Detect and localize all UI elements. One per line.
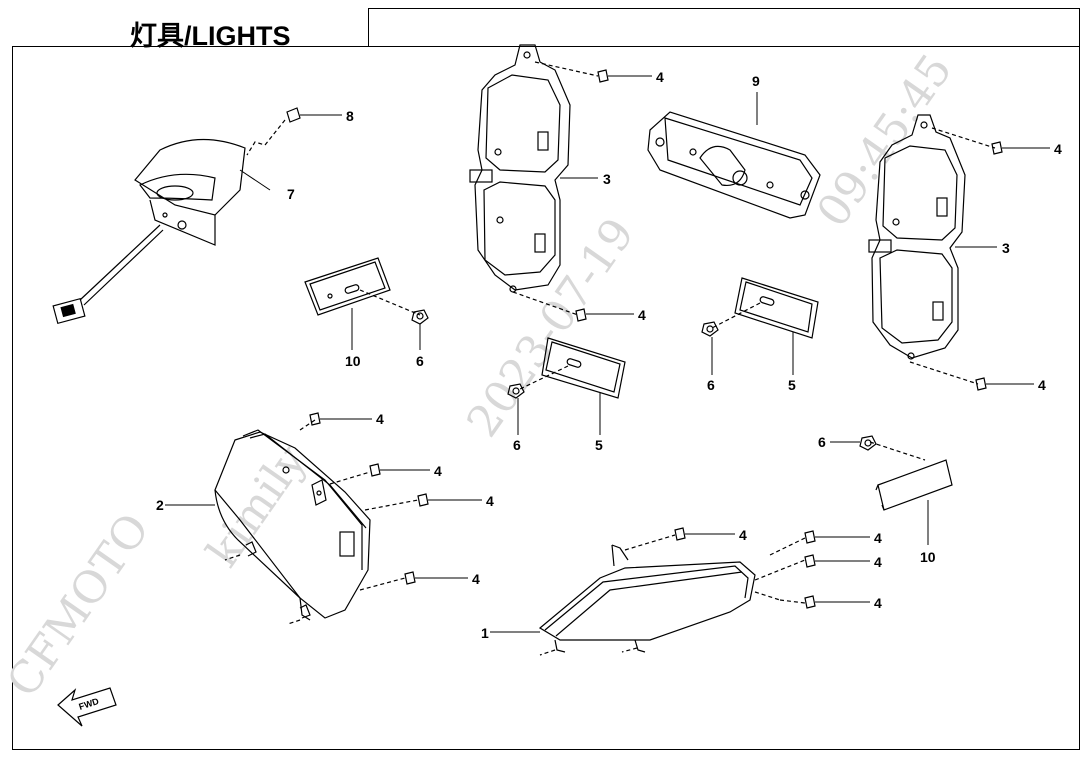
callout-5-center: 5 xyxy=(595,437,603,453)
tail-light-right-drawing xyxy=(868,114,1050,391)
screws-headlight-right xyxy=(674,527,870,609)
callout-3-left: 3 xyxy=(603,171,611,187)
callout-6-right: 6 xyxy=(707,377,715,393)
screws-tail-left xyxy=(575,69,652,322)
callout-4-hl-right-c: 4 xyxy=(874,554,882,570)
callout-7: 7 xyxy=(287,186,295,202)
diagram-frame xyxy=(12,46,1080,750)
callout-6-lower-right: 6 xyxy=(818,434,826,450)
license-plate-bracket-drawing xyxy=(647,92,821,219)
callout-4-hl-left-c: 4 xyxy=(486,493,494,509)
reflector-left-drawing xyxy=(304,257,429,350)
watermark-user: kimily xyxy=(197,436,317,576)
frame-top-line xyxy=(368,8,1080,9)
reflector-right-drawing xyxy=(701,277,819,375)
screws-headlight-left xyxy=(309,412,482,585)
callout-4-hl-left-a: 4 xyxy=(376,411,384,427)
callout-4-tail-left-top: 4 xyxy=(656,69,664,85)
callout-10-left: 10 xyxy=(345,353,361,369)
callout-4-tail-left-bottom: 4 xyxy=(638,307,646,323)
watermark: CFMOTO kimily 2023-07-19 09:45:45 xyxy=(0,45,962,706)
callout-6-left: 6 xyxy=(416,353,424,369)
screw-8-drawing xyxy=(246,107,342,156)
callout-4-tail-right-bottom: 4 xyxy=(1038,377,1046,393)
headlight-left-drawing xyxy=(165,419,419,625)
callout-2: 2 xyxy=(156,497,164,513)
callout-10-lower-right: 10 xyxy=(920,549,936,565)
tail-light-left-drawing xyxy=(469,44,599,316)
forward-arrow: FWD xyxy=(57,687,117,727)
frame-right-top-line xyxy=(1079,8,1080,48)
callout-4-tail-right-top: 4 xyxy=(1054,141,1062,157)
callout-4-hl-left-d: 4 xyxy=(472,571,480,587)
page-title: 灯具/LIGHTS xyxy=(130,21,291,51)
callout-4-hl-right-b: 4 xyxy=(874,530,882,546)
callout-labels: 8 7 10 6 4 3 4 9 4 3 4 6 5 6 5 6 10 4 4 … xyxy=(156,69,1062,641)
title-box: 灯具/LIGHTS xyxy=(12,8,369,51)
callout-9: 9 xyxy=(752,73,760,89)
callout-4-hl-left-b: 4 xyxy=(434,463,442,479)
callout-8: 8 xyxy=(346,108,354,124)
reflector-lower-right-drawing xyxy=(830,435,953,545)
reflector-center-drawing xyxy=(507,337,626,435)
callout-3-right: 3 xyxy=(1002,240,1010,256)
callout-4-hl-right-a: 4 xyxy=(739,527,747,543)
callout-6-center: 6 xyxy=(513,437,521,453)
watermark-time: 09:45:45 xyxy=(807,45,962,236)
watermark-brand: CFMOTO xyxy=(0,504,160,706)
headlight-right-drawing xyxy=(490,534,806,656)
license-plate-light-drawing xyxy=(52,138,271,325)
callout-4-hl-right-d: 4 xyxy=(874,595,882,611)
callout-5-right: 5 xyxy=(788,377,796,393)
callout-1: 1 xyxy=(481,625,489,641)
